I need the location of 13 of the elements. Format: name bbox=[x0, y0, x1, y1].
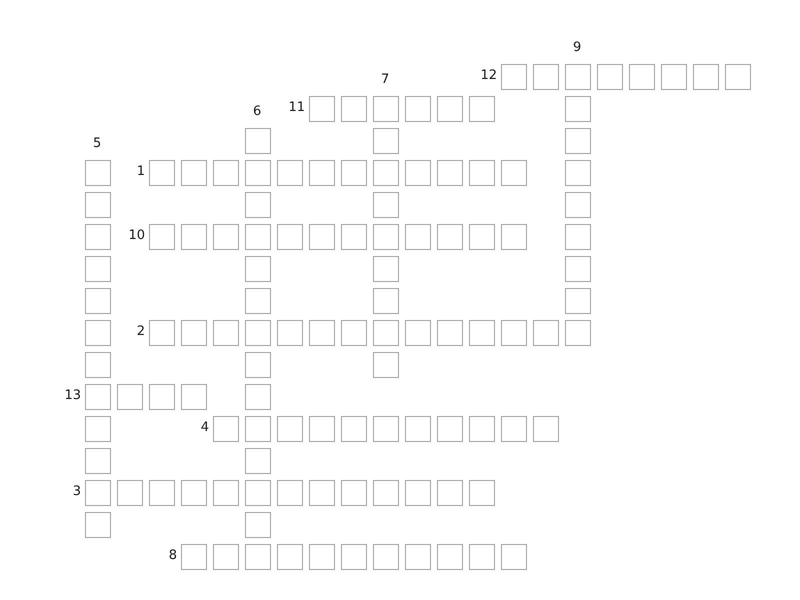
clue-number: 8 bbox=[168, 548, 177, 563]
clue-number: 6 bbox=[253, 104, 262, 119]
clue-number: 7 bbox=[381, 72, 390, 87]
clue-number: 11 bbox=[288, 100, 305, 115]
clue-number: 9 bbox=[573, 40, 582, 55]
clue-number: 5 bbox=[93, 136, 102, 151]
clue-number: 1 bbox=[136, 164, 145, 179]
clue-number: 3 bbox=[72, 484, 81, 499]
clue-number: 13 bbox=[64, 388, 81, 403]
clue-number: 10 bbox=[128, 228, 145, 243]
clue-number: 4 bbox=[200, 420, 209, 435]
clue-number: 2 bbox=[136, 324, 145, 339]
clue-number: 12 bbox=[480, 68, 497, 83]
